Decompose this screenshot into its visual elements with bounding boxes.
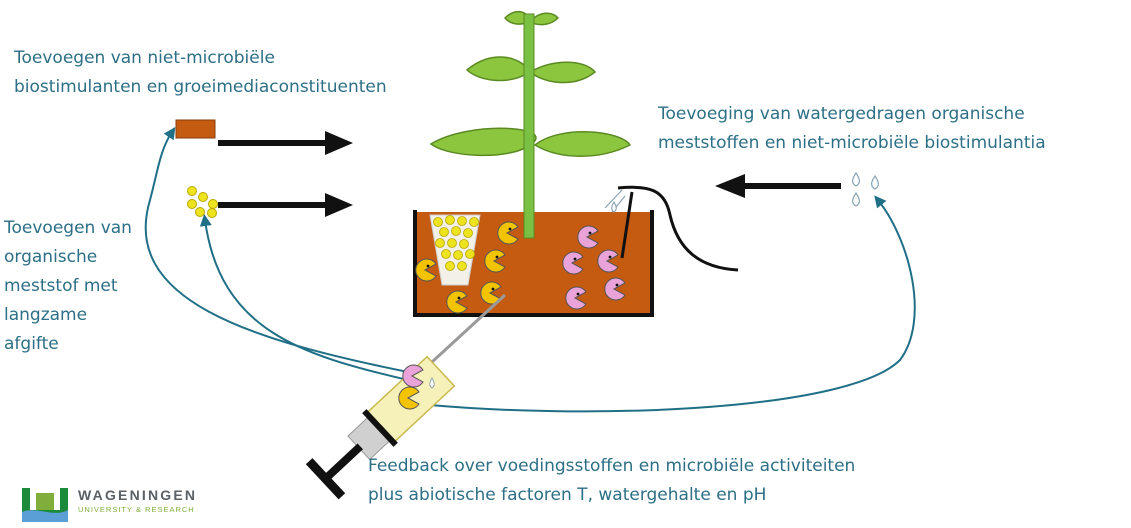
label-slow-release: Toevoegen van organische meststof met la… [4, 214, 132, 359]
feedback-lines [144, 127, 916, 413]
dripper-icon [604, 189, 626, 213]
label-line: Toevoegen van niet-microbiële [14, 48, 275, 68]
label-line: biostimulanten en groeimediaconstituente… [14, 77, 387, 97]
label-non-microbial-solid: Toevoegen van niet-microbiële biostimula… [14, 44, 387, 102]
label-water-borne: Toevoeging van watergedragen organische … [658, 100, 1046, 158]
arrow-droplets-to-soil [715, 174, 841, 198]
label-line: Toevoeging van watergedragen organische [658, 104, 1025, 124]
logo-subtitle: UNIVERSITY & RESEARCH [78, 505, 195, 514]
label-line: plus abiotische factoren T, watergehalte… [368, 485, 767, 505]
droplet-icon [852, 171, 879, 207]
label-line: langzame [4, 305, 88, 325]
input-arrows [218, 131, 841, 217]
slow-release-container [429, 214, 481, 286]
arrow-granules-to-soil [218, 193, 353, 217]
label-line: meststoffen en niet-microbiële biostimul… [658, 133, 1046, 153]
label-feedback: Feedback over voedingsstoffen en microbi… [368, 452, 855, 510]
pacman-microbe-icon [415, 221, 626, 314]
feedback-line-to-droplets [429, 195, 916, 413]
feedback-line-to-granules [199, 214, 409, 381]
syringe-icon [305, 293, 507, 500]
feedback-line-to-block [144, 127, 409, 373]
drip-hose [617, 185, 739, 272]
arrow-block-to-soil [218, 131, 353, 155]
label-line: afgifte [4, 334, 59, 354]
label-line: organische [4, 247, 98, 267]
granule-icon [187, 186, 218, 218]
label-line: meststof met [4, 276, 118, 296]
logo-name: WAGENINGEN [78, 487, 198, 503]
logo-icon [22, 488, 68, 522]
fertilizer-block-icon [175, 119, 216, 139]
label-line: Toevoegen van [4, 218, 132, 238]
label-line: Feedback over voedingsstoffen en microbi… [368, 456, 856, 476]
plant-icon [429, 10, 632, 239]
